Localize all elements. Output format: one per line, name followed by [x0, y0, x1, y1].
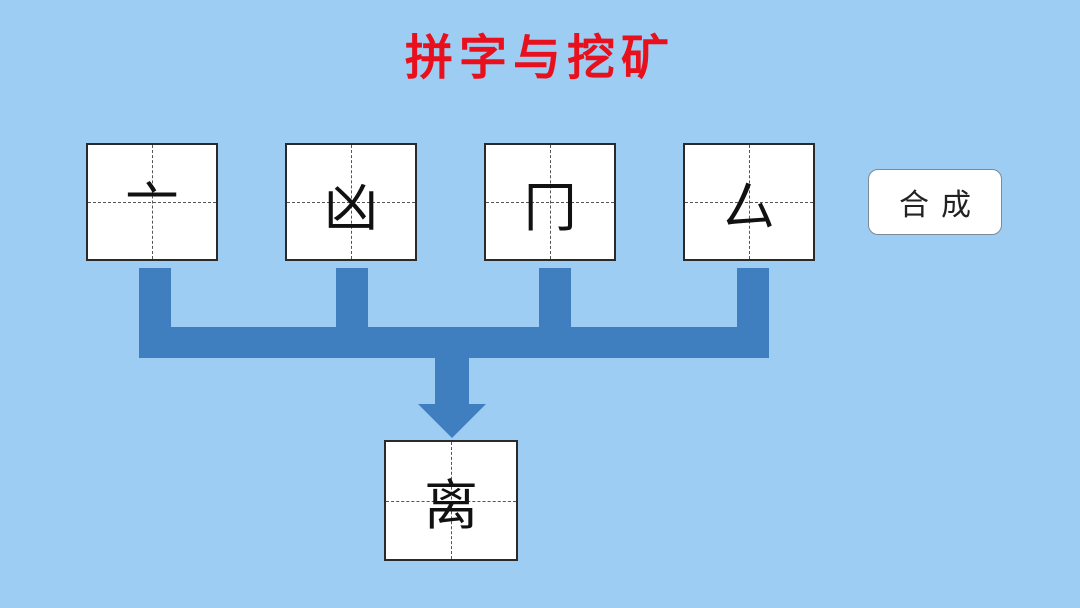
- component-char: 厶: [722, 175, 776, 239]
- grid-guide-horizontal: [486, 202, 614, 203]
- grid-guide-horizontal: [386, 500, 516, 502]
- arrow-shaft: [435, 356, 469, 406]
- result-char: 离: [424, 474, 478, 537]
- component-char: 凶: [324, 175, 378, 239]
- combine-button[interactable]: 合成: [868, 169, 1002, 235]
- component-char: 冂: [523, 175, 577, 239]
- grid-guide-horizontal: [287, 202, 415, 203]
- arrow-head: [418, 404, 486, 438]
- connector-crossbar: [139, 327, 769, 358]
- component-box-2[interactable]: 凶: [285, 143, 417, 261]
- merge-arrow-shape: [139, 268, 769, 438]
- component-box-1[interactable]: 亠: [86, 143, 218, 261]
- grid-guide-horizontal: [685, 202, 813, 203]
- component-box-3[interactable]: 冂: [484, 143, 616, 261]
- page-title: 拼字与挖矿: [404, 30, 675, 86]
- grid-guide-horizontal: [88, 202, 216, 203]
- component-box-4[interactable]: 厶: [683, 143, 815, 261]
- result-box: 离: [384, 440, 518, 561]
- component-char: 亠: [125, 175, 179, 239]
